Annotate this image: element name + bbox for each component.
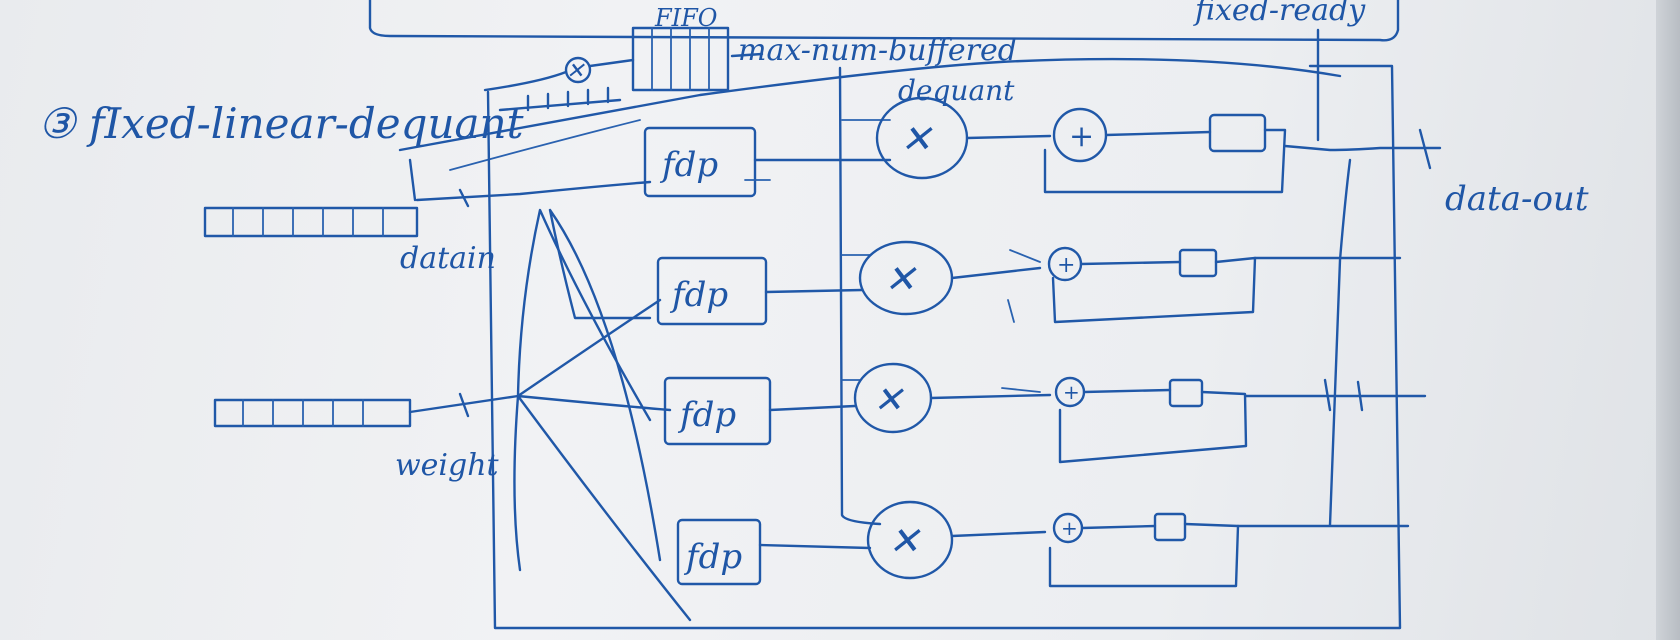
- fdp-label-2: fdp: [669, 275, 728, 315]
- feedback-loop-4: [1048, 522, 1240, 588]
- multiplier-symbol-2: ✕: [884, 257, 917, 301]
- weight-label: weight: [395, 448, 500, 483]
- data-in-fanout: [548, 208, 662, 562]
- feedback-loop-2: [1051, 256, 1257, 324]
- max-num-buffered-label: max-num-buffered: [738, 33, 1017, 68]
- dequant-vertical-bus: [838, 66, 882, 526]
- multiplier-symbol-3: ✕: [873, 380, 904, 421]
- fdp-label-1: fdp: [659, 145, 718, 185]
- fdp-unit-2: fdp: [656, 256, 768, 326]
- multiplier-4: ✕: [866, 500, 954, 580]
- stray-marks: [744, 179, 1041, 393]
- adder-4: +: [1052, 512, 1084, 544]
- fdp-to-mult-lines: [753, 158, 892, 550]
- adder-symbol-2: +: [1057, 253, 1075, 278]
- main-module-box: [486, 64, 1402, 630]
- weight-register: [213, 398, 412, 428]
- output-merge-bus: [1323, 158, 1364, 527]
- fdp-unit-1: fdp: [643, 126, 757, 198]
- register-3: [1168, 378, 1204, 408]
- register-4: [1153, 512, 1187, 542]
- dequant-bus: [398, 57, 1342, 152]
- multiplier-1: ✕: [875, 96, 969, 180]
- fixed-ready-label: fixed-ready: [1193, 0, 1366, 28]
- adder-2: +: [1047, 246, 1083, 282]
- dequant-label: dequant: [898, 74, 1015, 107]
- multiplier-2: ✕: [858, 240, 954, 316]
- fifo-feed-lines: [483, 58, 635, 112]
- output-lines: [1236, 128, 1442, 528]
- adder-to-register-lines: [1079, 130, 1212, 530]
- adder-symbol-4: +: [1061, 516, 1078, 540]
- register-1: [1208, 113, 1267, 153]
- fifo-multiplier-circle: [564, 56, 592, 84]
- adder-symbol-1: +: [1069, 119, 1094, 154]
- fdp-unit-3: fdp: [663, 376, 772, 446]
- weight-line: [408, 392, 520, 418]
- paper-edge: [1656, 0, 1680, 640]
- adder-1: +: [1052, 107, 1108, 163]
- fdp-label-4: fdp: [683, 537, 742, 577]
- data-in-label: datain: [400, 241, 496, 276]
- mult-to-adder-lines: [929, 134, 1052, 538]
- multiplier-symbol-4: ✕: [888, 519, 921, 563]
- data-in-register: [203, 206, 419, 238]
- dequant-bus-2: [449, 119, 641, 171]
- top-bracket-line: [368, 0, 1400, 42]
- fdp-label-3: fdp: [677, 395, 736, 435]
- fifo-arrow: [730, 52, 764, 58]
- register-2: [1178, 248, 1218, 278]
- data-out-label: data-out: [1445, 179, 1589, 219]
- adder-3: +: [1054, 376, 1086, 408]
- data-in-line: [408, 158, 652, 208]
- multiplier-3: ✕: [853, 362, 933, 434]
- fifo-multiplier-symbol: ✕: [566, 59, 585, 84]
- feedback-loop-3: [1058, 390, 1248, 464]
- weight-fanout: [513, 208, 692, 622]
- fdp-unit-4: fdp: [676, 518, 762, 586]
- fifo-buffer: [631, 26, 730, 92]
- feedback-loop-1: [1043, 128, 1287, 194]
- diagram-title: ③ fIxed-linear-dequant: [38, 99, 524, 148]
- multiplier-symbol-1: ✕: [900, 117, 933, 161]
- fifo-label: FIFO: [654, 4, 718, 32]
- adder-symbol-3: +: [1063, 380, 1080, 404]
